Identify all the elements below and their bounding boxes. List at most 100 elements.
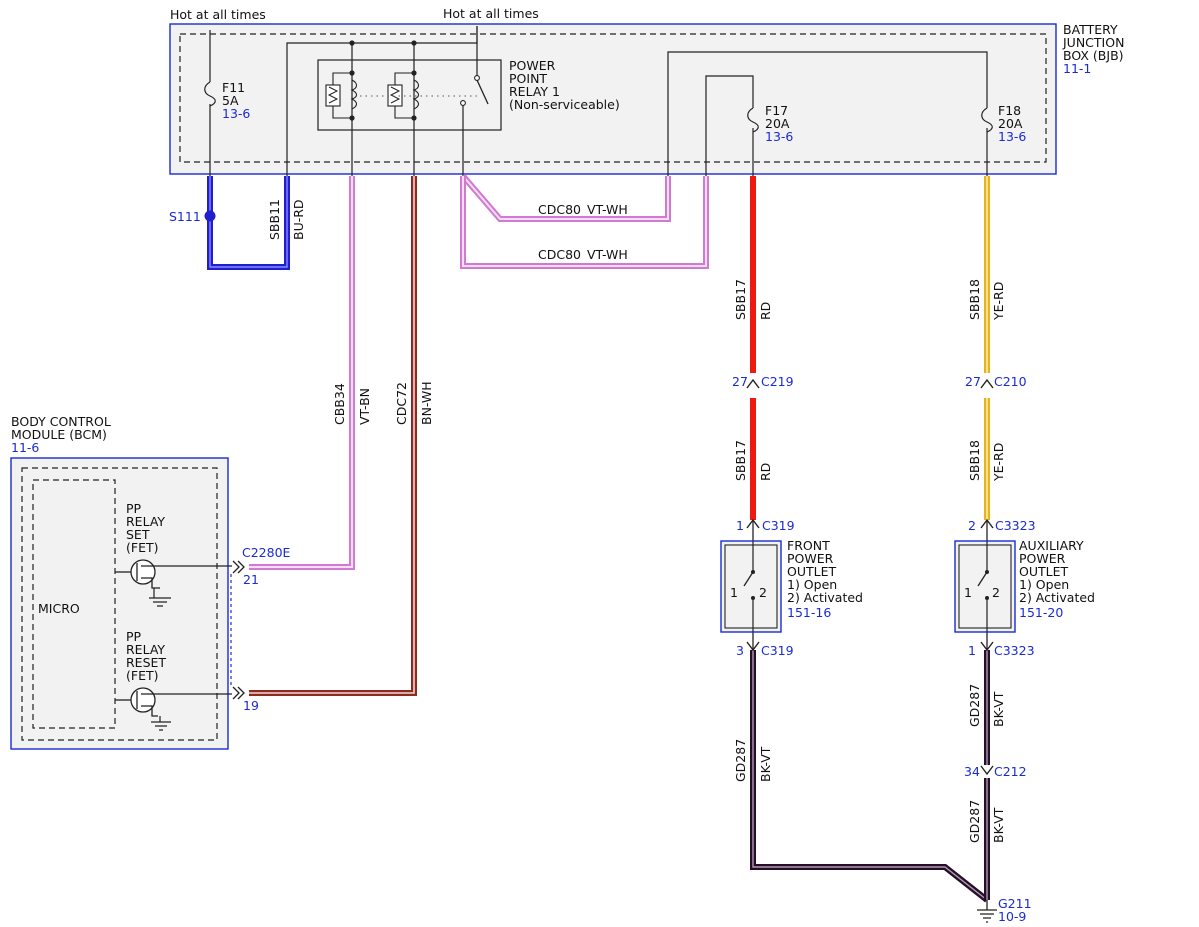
bjb-name-line-2: JUNCTION [1062, 35, 1124, 50]
relay-label-line-3: RELAY 1 [509, 84, 560, 99]
fuse-f11-ref: 13-6 [222, 106, 250, 121]
fuse-f11-rating: 5A [222, 93, 239, 108]
wire-cdc72 [249, 176, 417, 696]
bcm-inner-dashed [21, 467, 218, 741]
wire-sbb17-a-color: RD [758, 302, 773, 320]
connector-c3323-bottom-name: C3323 [994, 643, 1035, 658]
connector-c3323-bottom-pin: 1 [968, 643, 976, 658]
auxiliary-power-outlet: 1 2 AUXILIARY POWER OUTLET 1) Open 2) Ac… [954, 538, 1095, 633]
wire-gd287-front-circuit: GD287 [733, 739, 748, 782]
fuse-f18: F18 20A 13-6 [981, 103, 1026, 144]
bcm-reset-line-3: RESET [126, 655, 166, 670]
front-outlet-pin2: 2 [759, 585, 767, 600]
front-outlet-line-1: FRONT [787, 538, 830, 553]
fuse-f18-ref: 13-6 [998, 129, 1026, 144]
bcm-name-line-1: BODY CONTROL [11, 414, 111, 429]
connector-c2280e-pin-19: 19 [243, 698, 259, 713]
connector-c2280e-name: C2280E [242, 545, 291, 560]
wire-cdc80-b-color: VT-WH [587, 247, 628, 262]
wire-cdc80-b-circuit: CDC80 [538, 247, 581, 262]
bcm-name-line-2: MODULE (BCM) [11, 427, 107, 442]
bcm-reset-line-4: (FET) [126, 668, 158, 683]
bcm-set-line-2: RELAY [126, 514, 165, 529]
wire-sbb11-circuit: SBB11 [267, 199, 282, 240]
ground-icon [977, 909, 997, 923]
fet-reset-icon [115, 687, 232, 731]
wire-cdc72-color: BN-WH [419, 381, 434, 425]
connector-c212-pin: 34 [964, 764, 980, 779]
relay-label-line-4: (Non-serviceable) [509, 97, 620, 112]
power-point-relay: POWER POINT RELAY 1 (Non-serviceable) [317, 26, 620, 131]
connector-c210-pin: 27 [965, 374, 981, 389]
connector-c3323-top-pin: 2 [968, 518, 976, 533]
bjb-name-line-3: BOX (BJB) [1063, 48, 1124, 63]
battery-junction-box: BATTERY JUNCTION BOX (BJB) 11-1 [169, 22, 1124, 175]
connector-c319-top-pin: 1 [736, 518, 744, 533]
wire-sbb11 [204, 176, 290, 270]
connector-c212-name: C212 [994, 764, 1027, 779]
bjb-inner-dashed [179, 33, 1047, 163]
relay-label-line-1: POWER [509, 58, 556, 73]
front-outlet-line-5: 2) Activated [787, 590, 863, 605]
fuse-f17-ref: 13-6 [765, 129, 793, 144]
relay-box [317, 59, 502, 131]
wire-cdc80-a-color: VT-WH [587, 202, 628, 217]
bcm-reset-line-2: RELAY [126, 642, 165, 657]
aux-outlet-line-5: 2) Activated [1019, 590, 1095, 605]
bcm-reset-line-1: PP [126, 629, 142, 644]
connector-c210-name: C210 [994, 374, 1027, 389]
wire-cbb34 [249, 176, 355, 570]
wire-gd287 [750, 650, 990, 910]
connector-c319-bottom-name: C319 [761, 643, 794, 658]
aux-outlet-line-2: POWER [1019, 551, 1066, 566]
bcm-set-line-4: (FET) [126, 540, 158, 555]
front-power-outlet: 1 2 FRONT POWER OUTLET 1) Open 2) Activa… [720, 538, 863, 633]
wire-cdc80-a-circuit: CDC80 [538, 202, 581, 217]
wire-gd287-aux-b-circuit: GD287 [967, 800, 982, 843]
connector-c3323-top-chevron [980, 518, 994, 529]
fuse-f18-rating: 20A [998, 116, 1023, 131]
connector-c319-top-chevron [746, 518, 760, 529]
wire-gd287-aux-a-circuit: GD287 [967, 684, 982, 727]
aux-outlet-line-4: 1) Open [1019, 577, 1069, 592]
connector-c219-pin: 27 [732, 374, 748, 389]
front-outlet-ref: 151-16 [787, 605, 831, 620]
wire-gd287-aux-b-color: BK-VT [991, 807, 1006, 843]
wire-sbb17-a-circuit: SBB17 [733, 279, 748, 320]
wire-sbb17-b-color: RD [758, 463, 773, 481]
aux-outlet-inner [958, 544, 1012, 629]
wire-gd287-front-color: BK-VT [758, 746, 773, 782]
aux-outlet-pin2: 2 [992, 585, 1000, 600]
bcm-connector-pins [230, 560, 245, 700]
splice-s111-label: S111 [169, 209, 201, 224]
bjb-ref: 11-1 [1063, 61, 1091, 76]
bcm-set-line-3: SET [126, 527, 150, 542]
wire-sbb11-color: BU-RD [291, 199, 306, 240]
aux-outlet-ref: 151-20 [1019, 605, 1063, 620]
connector-c210-chevron [980, 378, 994, 389]
aux-outlet-line-3: OUTLET [1019, 564, 1068, 579]
wire-sbb18-b-color: YE-RD [991, 443, 1006, 482]
hot-label-relay: Hot at all times [443, 6, 539, 21]
wire-sbb18-a-color: YE-RD [991, 282, 1006, 321]
front-outlet-pin1: 1 [730, 585, 738, 600]
relay-coil-1-resistor [325, 84, 341, 107]
body-control-module: BODY CONTROL MODULE (BCM) 11-6 MICRO PP … [10, 414, 245, 750]
ground-g211: G211 10-9 [977, 896, 1032, 924]
front-outlet-line-3: OUTLET [787, 564, 836, 579]
hot-label-f11: Hot at all times [170, 7, 266, 22]
connector-c219-chevron [746, 378, 760, 389]
connector-c319-top-name: C319 [762, 518, 795, 533]
fet-set-icon [115, 559, 232, 607]
bcm-set-line-1: PP [126, 501, 142, 516]
splice-s111-dot [204, 210, 216, 222]
ground-name: G211 [998, 896, 1032, 911]
front-outlet-inner [724, 544, 778, 629]
wire-gd287-aux-a-color: BK-VT [991, 691, 1006, 727]
wire-sbb17-b-circuit: SBB17 [733, 440, 748, 481]
fuse-f11: F11 5A 13-6 [204, 80, 250, 121]
connector-symbols [746, 378, 994, 776]
bcm-ref: 11-6 [11, 440, 39, 455]
front-outlet-line-2: POWER [787, 551, 834, 566]
front-outlet-outer [720, 540, 782, 633]
